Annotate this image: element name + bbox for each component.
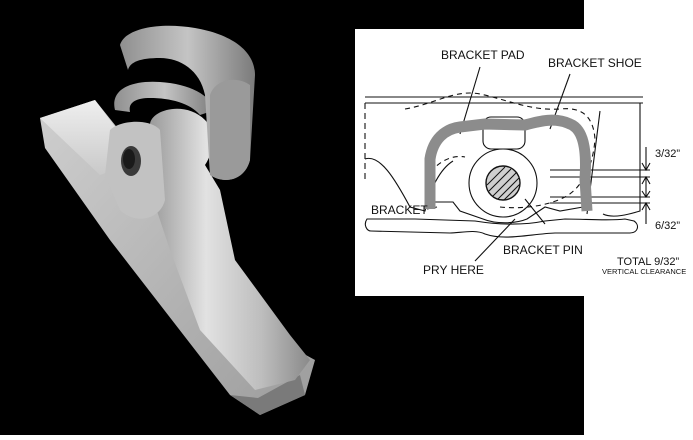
bracket-shoe-label: BRACKET SHOE	[548, 56, 642, 70]
upper-clearance-label: 3/32”	[655, 148, 680, 160]
bracket-pad-label: BRACKET PAD	[441, 48, 525, 62]
bracket-pin-label: BRACKET PIN	[503, 243, 583, 257]
bracket-body	[150, 108, 310, 391]
bracket-label: BRACKET	[371, 203, 428, 217]
bracket-pad-band	[424, 114, 593, 212]
lower-hook	[114, 81, 215, 115]
bracket-3d-render	[40, 25, 315, 415]
total-clearance-label: TOTAL 9/32”	[617, 256, 679, 268]
clearance-diagram-panel: BRACKET PAD BRACKET SHOE BRACKET BRACKET…	[355, 29, 693, 296]
lower-clearance-label: 6/32”	[655, 220, 680, 232]
pry-here-label: PRY HERE	[423, 263, 484, 277]
bracket-pin-symbol	[485, 165, 521, 201]
vertical-clearance-note: VERTICAL CLEARANCE	[602, 267, 686, 276]
clearance-diagram: BRACKET PAD BRACKET SHOE BRACKET BRACKET…	[364, 48, 686, 277]
